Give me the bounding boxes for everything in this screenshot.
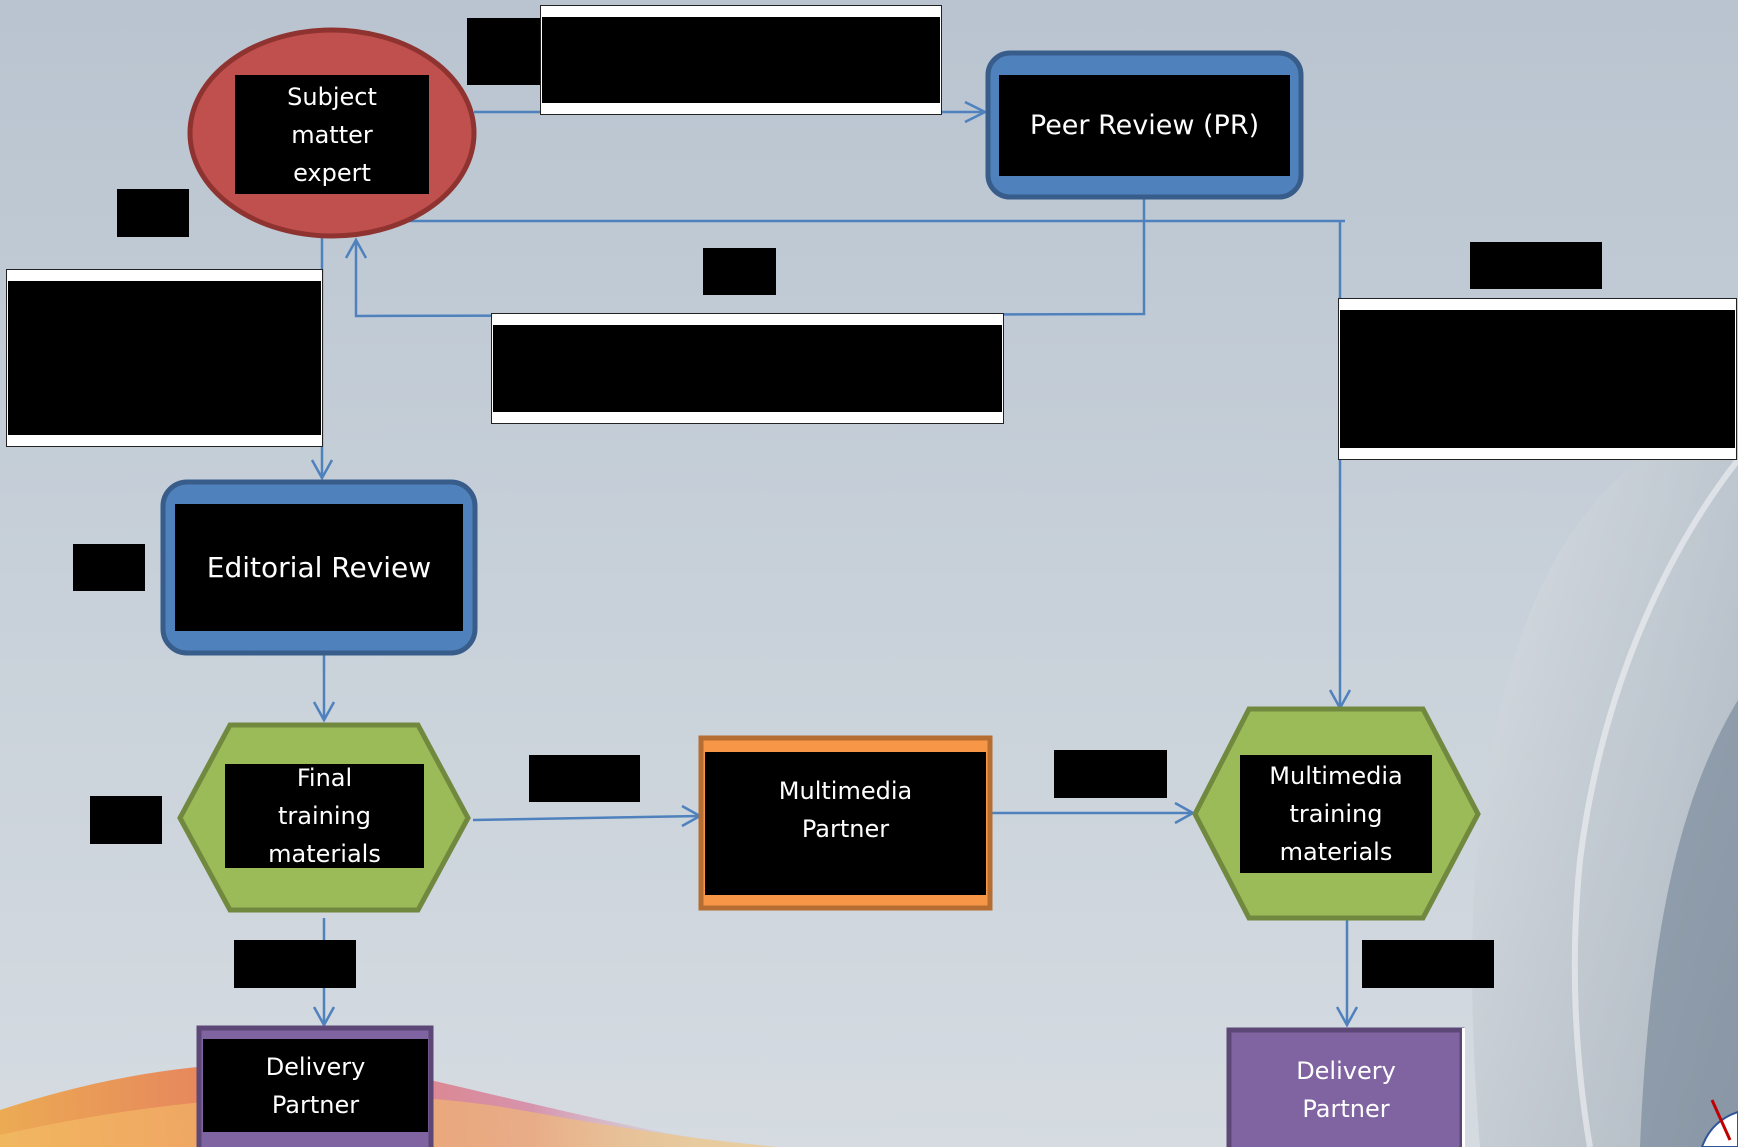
delivery-left-line-2: Partner (271, 1090, 360, 1119)
delivery-partner-right-box[interactable] (1226, 1027, 1465, 1147)
redacted-label-final-to-partner (529, 755, 640, 802)
delivery-right-line-2: Partner (1302, 1095, 1390, 1123)
final-materials-line-3: materials (268, 840, 381, 868)
redacted-step-right (1470, 242, 1602, 289)
redacted-label-top-stub (467, 18, 542, 85)
multimedia-materials-line-1: Multimedia (1269, 762, 1403, 790)
sme-label-line-1: Subject (287, 82, 377, 111)
redacted-step-pr-return (703, 248, 776, 295)
arrowhead-sme-return (344, 237, 368, 259)
arrowhead-peer-review (964, 100, 988, 124)
redacted-step-sme (117, 189, 189, 237)
final-materials-label: Final training materials (225, 764, 424, 868)
redacted-label-sme-to-editorial (6, 269, 323, 447)
sme-label: Subject matter expert (235, 75, 429, 194)
multimedia-partner-line-2: Partner (801, 815, 890, 843)
sme-label-line-3: expert (293, 158, 371, 187)
multimedia-materials-line-3: materials (1279, 838, 1393, 866)
antenna-dish-rim (1571, 458, 1738, 1147)
delivery-partner-right-edge (1462, 1028, 1465, 1147)
arrowhead-final (312, 701, 336, 723)
delivery-partner-left-label: Delivery Partner (203, 1039, 428, 1132)
multimedia-materials-label: Multimedia training materials (1240, 755, 1432, 873)
antenna-dish-decoration (1472, 420, 1738, 1147)
multimedia-partner-label: Multimedia Partner (705, 752, 986, 895)
final-materials-line-1: Final (296, 764, 353, 792)
redacted-step-final (90, 796, 162, 844)
final-materials-line-2: training (278, 802, 371, 830)
sme-label-line-2: matter (291, 120, 373, 149)
peer-review-label: Peer Review (PR) (999, 75, 1290, 176)
antenna-dish-shadow (1640, 700, 1738, 1147)
delivery-right-line-1: Delivery (1296, 1057, 1396, 1085)
redacted-label-pr-to-sme (491, 313, 1004, 424)
redacted-label-sme-to-pr (540, 5, 942, 115)
arrowhead-editorial (310, 459, 334, 481)
redacted-step-editorial (73, 544, 145, 591)
delivery-left-line-1: Delivery (265, 1052, 366, 1081)
editorial-review-label: Editorial Review (175, 504, 463, 631)
connector-final-to-multimedia-partner (472, 814, 701, 822)
multimedia-materials-line-2: training (1289, 800, 1383, 828)
multimedia-partner-line-1: Multimedia (778, 777, 913, 805)
delivery-partner-right-label: Delivery Partner (1235, 1040, 1457, 1140)
arrowhead-delivery-right (1335, 1006, 1359, 1028)
redacted-label-right-branch (1338, 298, 1737, 460)
arrowhead-delivery-left (312, 1006, 336, 1028)
redacted-label-partner-to-materials (1054, 750, 1167, 798)
redacted-label-materials-to-delivery (1362, 940, 1494, 988)
redacted-label-final-to-delivery (234, 940, 356, 988)
